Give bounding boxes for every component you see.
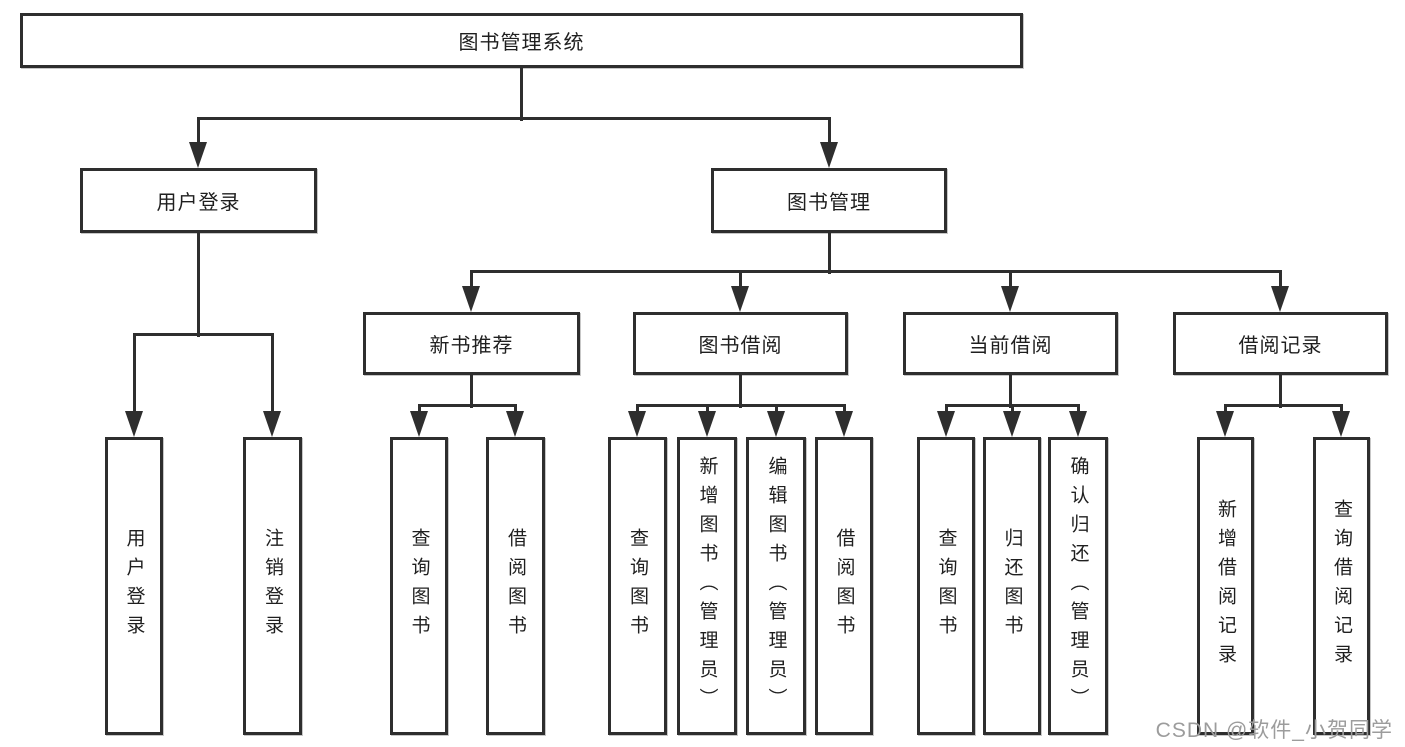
edge-bar: [196, 116, 831, 120]
arrowhead-down-icon: [1069, 411, 1087, 437]
edge-drop: [196, 118, 200, 144]
arrowhead-down-icon: [835, 411, 853, 437]
leaf-user-login: 用户登录: [105, 437, 163, 735]
edge-stem: [469, 375, 473, 408]
edge-bar: [1223, 403, 1343, 407]
leaf-return-books: 归还图书: [983, 437, 1041, 735]
edge-drop: [635, 405, 639, 413]
leaf-add-borrow-record: 新增借阅记录: [1197, 437, 1254, 735]
leaf-query-books-current: 查询图书: [917, 437, 975, 735]
arrowhead-down-icon: [1216, 411, 1234, 437]
edge-drop: [469, 271, 473, 288]
leaf-add-books-admin: 新增图书（管理员）: [677, 437, 737, 735]
leaf-confirm-return-admin: 确认归还（管理员）: [1048, 437, 1108, 735]
arrowhead-down-icon: [263, 411, 281, 437]
leaf-logout: 注销登录: [243, 437, 302, 735]
leaf-borrow-books: 借阅图书: [815, 437, 873, 735]
edge-bar: [417, 403, 517, 407]
edge-drop: [1339, 405, 1343, 413]
edge-drop: [944, 405, 948, 413]
edge-drop: [513, 405, 517, 413]
edge-bar: [132, 332, 274, 336]
arrowhead-down-icon: [1332, 411, 1350, 437]
edge-drop: [1076, 405, 1080, 413]
edge-stem: [196, 233, 200, 337]
edge-drop: [705, 405, 709, 413]
arrowhead-down-icon: [189, 142, 207, 168]
edge-drop: [842, 405, 846, 413]
leaf-query-books-recommend: 查询图书: [390, 437, 448, 735]
edge-stem: [1008, 375, 1012, 408]
arrowhead-down-icon: [410, 411, 428, 437]
edge-stem: [519, 68, 523, 121]
edge-bar: [635, 403, 846, 407]
leaf-query-borrow-record: 查询借阅记录: [1313, 437, 1370, 735]
edge-drop: [1223, 405, 1227, 413]
edge-drop: [1010, 405, 1014, 413]
node-current-borrow: 当前借阅: [903, 312, 1118, 375]
edge-drop: [774, 405, 778, 413]
arrowhead-down-icon: [1001, 286, 1019, 312]
leaf-borrow-books-recommend: 借阅图书: [486, 437, 545, 735]
edge-drop: [270, 334, 274, 413]
leaf-query-books-borrow: 查询图书: [608, 437, 667, 735]
watermark: CSDN @软件_小贺同学: [1155, 719, 1393, 742]
edge-drop: [1278, 271, 1282, 288]
arrowhead-down-icon: [506, 411, 524, 437]
arrowhead-down-icon: [731, 286, 749, 312]
arrowhead-down-icon: [767, 411, 785, 437]
arrowhead-down-icon: [1003, 411, 1021, 437]
leaf-edit-books-admin: 编辑图书（管理员）: [746, 437, 806, 735]
node-user-login: 用户登录: [80, 168, 317, 233]
arrowhead-down-icon: [698, 411, 716, 437]
arrowhead-down-icon: [937, 411, 955, 437]
edge-drop: [827, 118, 831, 144]
edge-drop: [1008, 271, 1012, 288]
arrowhead-down-icon: [628, 411, 646, 437]
edge-bar: [469, 269, 1282, 273]
node-new-book-recommend: 新书推荐: [363, 312, 580, 375]
node-borrow-records: 借阅记录: [1173, 312, 1388, 375]
edge-drop: [417, 405, 421, 413]
edge-drop: [738, 271, 742, 288]
node-book-management: 图书管理: [711, 168, 947, 233]
arrowhead-down-icon: [125, 411, 143, 437]
node-root: 图书管理系统: [20, 13, 1023, 68]
edge-stem: [827, 233, 831, 274]
arrowhead-down-icon: [820, 142, 838, 168]
arrowhead-down-icon: [462, 286, 480, 312]
edge-stem: [1278, 375, 1282, 408]
edge-drop: [132, 334, 136, 413]
node-book-borrow: 图书借阅: [633, 312, 848, 375]
arrowhead-down-icon: [1271, 286, 1289, 312]
edge-stem: [738, 375, 742, 408]
